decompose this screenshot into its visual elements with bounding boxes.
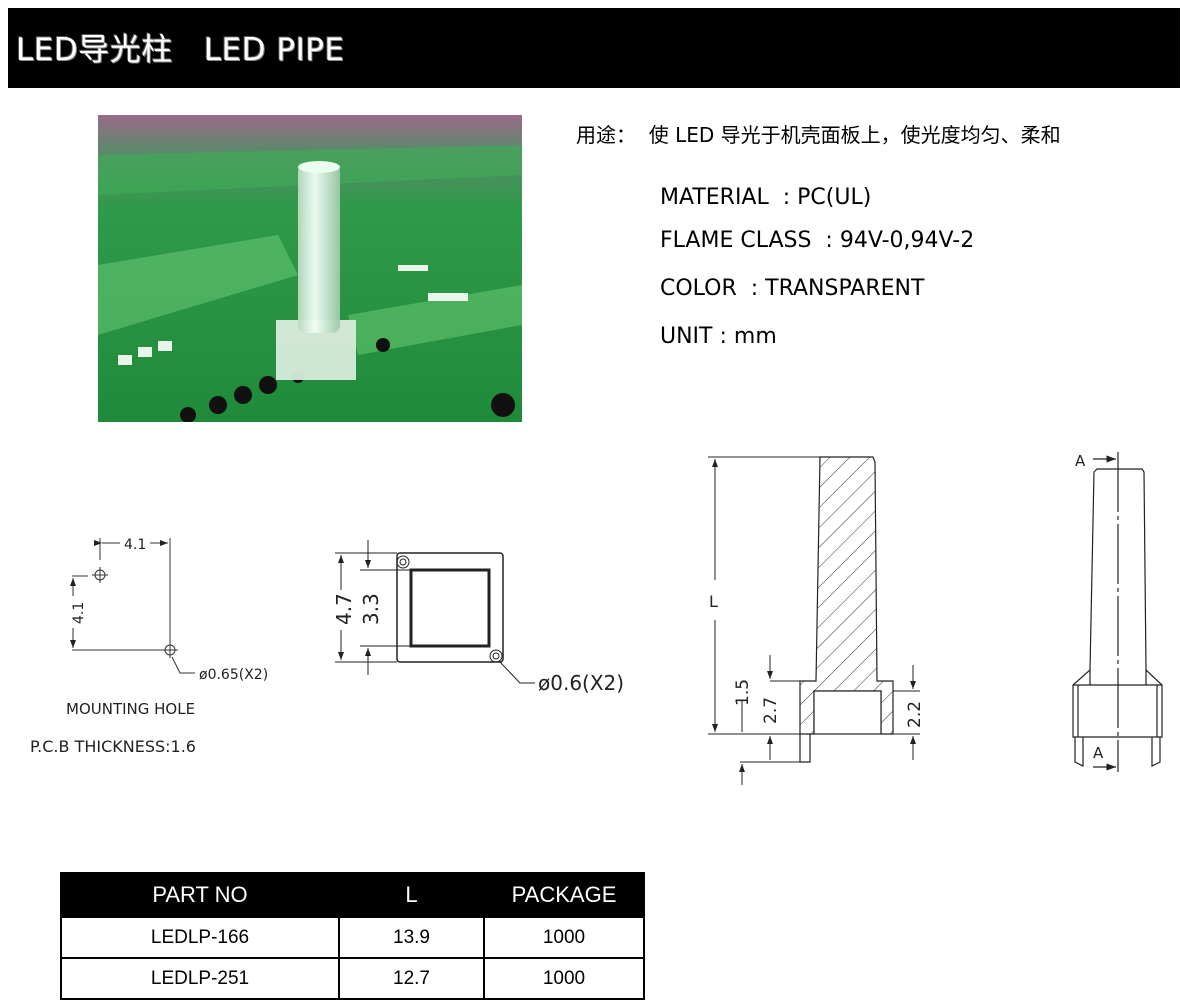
spec-color: COLOR : TRANSPARENT [660,276,925,301]
cell-length: 12.7 [338,957,485,1000]
mounting-dim-y: 4.1 [71,602,87,624]
cavity-dim: 2.2 [905,701,925,728]
top-view-drawing [335,540,535,684]
col-part-no: PART NO [60,872,340,918]
col-length: L [338,872,485,918]
usage-text: 用途： 使 LED 导光于机壳面板上，使光度均匀、柔和 [576,123,1061,147]
mounting-hole-label: MOUNTING HOLE [66,700,195,718]
product-photo [98,115,522,422]
cell-length: 13.9 [338,916,485,959]
col-package: PACKAGE [483,872,645,918]
pin-dim: 1.5 [733,679,753,706]
cell-package: 1000 [483,957,645,1000]
base-dim: 2.7 [761,697,781,724]
top-hole-dia: ø0.6(X2) [538,671,624,695]
mounting-hole-dia: ø0.65(X2) [199,667,268,683]
table-row: LEDLP-166 13.9 1000 [60,916,645,959]
section-view-drawing [708,456,920,785]
table-row: LEDLP-251 12.7 1000 [60,957,645,1000]
spec-flame-class: FLAME CLASS : 94V-0,94V-2 [660,228,975,253]
cell-part-no: LEDLP-251 [60,957,340,1000]
side-view-drawing [1072,452,1163,772]
top-outer-dim: 4.7 [332,593,356,625]
pcb-thickness: P.C.B THICKNESS:1.6 [30,737,196,756]
spec-unit: UNIT : mm [660,324,777,349]
table-header-row: PART NO L PACKAGE [60,872,645,918]
section-label-top: A [1075,452,1086,470]
top-inner-dim: 3.3 [359,593,383,625]
mounting-dim-x: 4.1 [124,537,146,553]
cell-part-no: LEDLP-166 [60,916,340,959]
length-dim: L [709,592,718,611]
title-banner: LED导光柱 LED PIPE [8,8,1180,88]
page-title: LED导光柱 LED PIPE [16,32,345,68]
parts-table: PART NO L PACKAGE LEDLP-166 13.9 1000 LE… [60,872,645,1000]
cell-package: 1000 [483,916,645,959]
technical-drawings: 4.1 4.1 ø0.65(X2) MOUNTING HOLE P.C.B TH… [30,452,1163,785]
section-label-bottom: A [1093,744,1104,762]
mounting-hole-drawing [70,538,195,674]
spec-material: MATERIAL : PC(UL) [660,185,872,210]
